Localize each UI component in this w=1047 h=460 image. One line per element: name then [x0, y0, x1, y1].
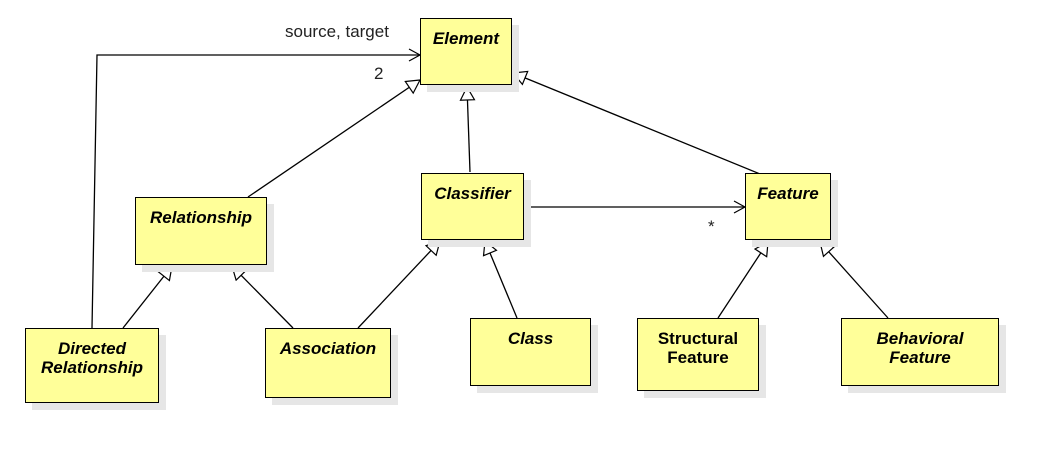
feature-class[interactable]: Feature	[745, 173, 831, 240]
association-to-classifier-edge	[357, 240, 441, 329]
multiplicity-two-label: 2	[374, 64, 383, 83]
structural-feature-to-feature-edge	[717, 240, 769, 319]
class-class[interactable]: Class	[470, 318, 591, 386]
directed-relationship-source-target-edge	[91, 48, 422, 329]
classifier-to-element-edge	[459, 85, 476, 173]
class-to-classifier-edge	[482, 239, 518, 319]
directed-relationship-class[interactable]: Directed Relationship	[25, 328, 159, 403]
directed-relationship-to-relationship-edge	[122, 265, 173, 329]
relationship-to-element-edge	[247, 79, 422, 198]
source-target-label: source, target	[285, 22, 389, 41]
classifier-class[interactable]: Classifier	[421, 173, 524, 240]
relationship-class[interactable]: Relationship	[135, 197, 267, 265]
behavioral-feature-class[interactable]: Behavioral Feature	[841, 318, 999, 386]
feature-to-element-edge	[511, 70, 771, 179]
association-class[interactable]: Association	[265, 328, 391, 398]
behavioral-feature-to-feature-edge	[819, 241, 889, 319]
element-class[interactable]: Element	[420, 18, 512, 85]
association-to-relationship-edge	[231, 265, 294, 329]
multiplicity-many-label: *	[708, 217, 715, 236]
structural-feature-class[interactable]: Structural Feature	[637, 318, 759, 391]
